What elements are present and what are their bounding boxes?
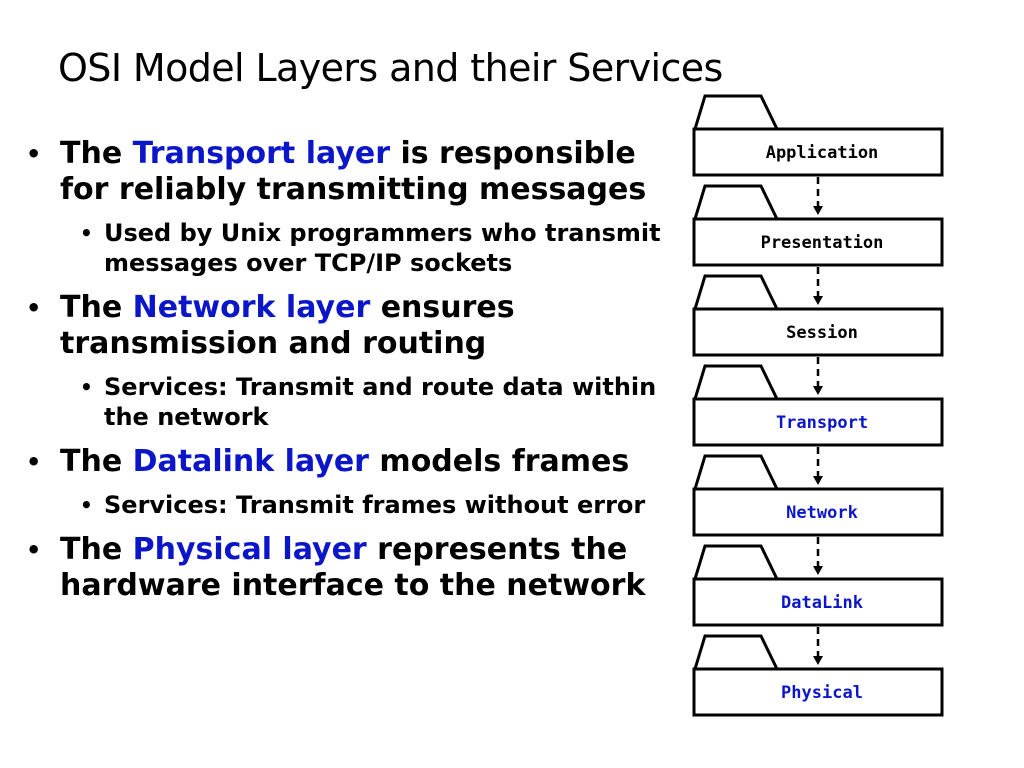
layer-group: ApplicationPresentationSessionTransportN… bbox=[692, 94, 944, 717]
arrow-head-icon bbox=[813, 476, 823, 485]
bullet-dot: • bbox=[26, 536, 42, 564]
layer-label-network: Network bbox=[786, 503, 858, 523]
bullet-prefix: The bbox=[60, 136, 133, 171]
layer-label-session: Session bbox=[786, 323, 858, 343]
layer-box bbox=[692, 307, 944, 357]
layer-presentation: Presentation bbox=[692, 184, 944, 267]
bullet-dot: • bbox=[26, 140, 42, 168]
bullet-text: represents the hardware interface to the… bbox=[60, 532, 646, 603]
layer-label-application: Application bbox=[766, 143, 879, 163]
sub-bullet-text: Used by Unix programmers who transmit me… bbox=[104, 219, 661, 277]
bullet-prefix: The bbox=[60, 532, 133, 567]
arrow-head-icon bbox=[813, 656, 823, 665]
layer-box bbox=[692, 667, 944, 717]
bullet-text: is responsible for reliably transmitting… bbox=[60, 136, 647, 207]
arrow-head-icon bbox=[813, 386, 823, 395]
sub-bullet-text: Services: Transmit and route data within… bbox=[104, 373, 657, 431]
bullet-text: models frames bbox=[368, 444, 630, 479]
layer-box bbox=[692, 127, 944, 177]
layer-tab bbox=[693, 94, 779, 130]
layer-tab bbox=[693, 454, 779, 490]
layer-label-transport: Transport bbox=[776, 413, 868, 433]
bullet-datalink: • The Datalink layer models frames bbox=[0, 444, 680, 480]
sub-bullet-dot: • bbox=[80, 221, 93, 245]
sub-bullet-text: Services: Transmit frames without error bbox=[104, 491, 646, 519]
bullet-dot: • bbox=[26, 294, 42, 322]
osi-layer-stack-diagram: ApplicationPresentationSessionTransportN… bbox=[692, 94, 944, 717]
layer-box bbox=[692, 397, 944, 447]
layer-session: Session bbox=[692, 274, 944, 357]
highlight-network-layer: Network layer bbox=[132, 290, 371, 325]
bullet-dot: • bbox=[26, 448, 42, 476]
bullet-text: ensures transmission and routing bbox=[60, 290, 515, 361]
arrow-group bbox=[813, 177, 823, 665]
arrow-head-icon bbox=[813, 566, 823, 575]
bullet-transport: • The Transport layer is responsible for… bbox=[0, 136, 680, 208]
layer-application: Application bbox=[692, 94, 944, 177]
bullet-network: • The Network layer ensures transmission… bbox=[0, 290, 680, 362]
sub-bullet-datalink: • Services: Transmit frames without erro… bbox=[0, 490, 664, 520]
layer-box bbox=[692, 577, 944, 627]
bullet-physical: • The Physical layer represents the hard… bbox=[0, 532, 680, 604]
layer-tab bbox=[693, 634, 779, 670]
sub-bullet-dot: • bbox=[80, 375, 93, 399]
layer-label-datalink: DataLink bbox=[781, 593, 863, 613]
layer-tab bbox=[693, 184, 779, 220]
layer-label-presentation: Presentation bbox=[761, 233, 884, 253]
layer-label-physical: Physical bbox=[781, 683, 863, 703]
layer-tab bbox=[693, 544, 779, 580]
layer-box bbox=[692, 217, 944, 267]
sub-bullet-transport: • Used by Unix programmers who transmit … bbox=[0, 218, 664, 278]
highlight-physical-layer: Physical layer bbox=[132, 532, 367, 567]
bullet-prefix: The bbox=[60, 444, 133, 479]
bullet-list: • The Transport layer is responsible for… bbox=[0, 136, 680, 614]
sub-bullet-network: • Services: Transmit and route data with… bbox=[0, 372, 664, 432]
layer-physical: Physical bbox=[692, 634, 944, 717]
sub-bullet-dot: • bbox=[80, 493, 93, 517]
bullet-prefix: The bbox=[60, 290, 133, 325]
layer-tab bbox=[693, 274, 779, 310]
layer-datalink: DataLink bbox=[692, 544, 944, 627]
layer-network: Network bbox=[692, 454, 944, 537]
slide-title: OSI Model Layers and their Services bbox=[58, 46, 723, 90]
layer-box bbox=[692, 487, 944, 537]
highlight-transport-layer: Transport layer bbox=[132, 136, 391, 171]
layer-tab bbox=[693, 364, 779, 400]
arrow-head-icon bbox=[813, 206, 823, 215]
arrow-head-icon bbox=[813, 296, 823, 305]
layer-transport: Transport bbox=[692, 364, 944, 447]
highlight-datalink-layer: Datalink layer bbox=[132, 444, 369, 479]
